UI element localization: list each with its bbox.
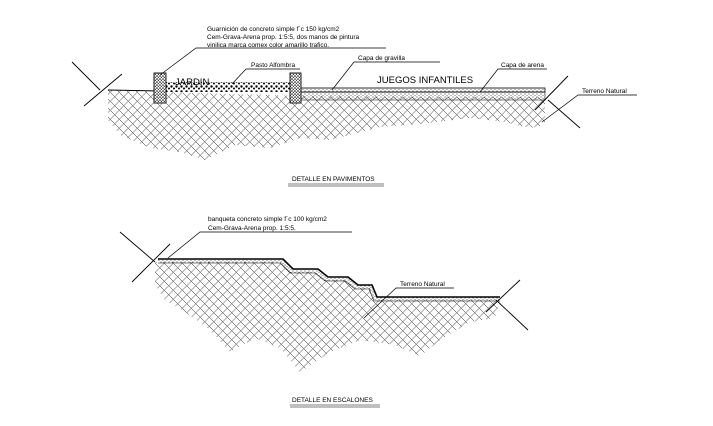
title-underline <box>288 183 384 187</box>
ground-line <box>107 89 161 92</box>
sidewalk-note-line1: banqueta concreto simple f´c 100 kg/cm2 <box>208 216 327 223</box>
detail-pavements-title: DETALLE EN PAVIMENTOS <box>292 176 375 183</box>
title-underline-steps <box>290 404 380 408</box>
natural-ground-soil <box>108 90 545 160</box>
natural-ground-soil-steps <box>155 262 500 372</box>
curb-note-line1: Guarnición de concreto simple f´c 150 kg… <box>207 26 340 33</box>
break-line-left <box>71 61 123 107</box>
steps-natural-ground-leader <box>363 287 454 319</box>
gravel-leader <box>331 61 440 91</box>
sand-layer <box>300 87 546 93</box>
natural-ground-label: Terreno Natural <box>582 88 627 95</box>
gravel-label: Capa de gravilla <box>358 55 405 62</box>
playground-label: JUEGOS INFANTILES <box>377 75 473 86</box>
detail-pavements: Guarnición de concreto simple f´c 150 kg… <box>71 26 637 187</box>
detail-steps-title: DETALLE EN ESCALONES <box>292 397 373 404</box>
curb-note-leader <box>159 47 386 76</box>
sidewalk-note-leader <box>167 231 352 259</box>
curb-right <box>289 72 302 104</box>
curb-left <box>153 72 167 104</box>
break-line-right <box>534 75 581 129</box>
steps-natural-ground-label: Terreno Natural <box>400 281 445 288</box>
natural-ground-leader <box>541 94 637 123</box>
curb-note-line2: Cem-Grava-Arena prop. 1:5:5, dos manos d… <box>207 34 359 41</box>
steps-slab-fill <box>158 259 500 301</box>
sidewalk-note-line2: Cem-Grava-Arena prop. 1:5:5. <box>208 225 296 232</box>
grass-layer <box>166 82 290 92</box>
grass-leader <box>231 68 300 85</box>
detail-steps: banqueta concreto simple f´c 100 kg/cm2 … <box>119 216 529 408</box>
grass-label: Pasto Alfombra <box>251 62 295 69</box>
sand-leader <box>479 68 547 93</box>
break-line-steps-right <box>485 279 529 331</box>
garden-label: JARDIN <box>175 77 209 88</box>
gravel-layer <box>300 91 546 101</box>
break-line-steps-left <box>119 231 171 283</box>
curb-note-line3: vinilica marca comex color amarillo traf… <box>207 42 329 49</box>
sand-label: Capa de arena <box>501 62 544 69</box>
